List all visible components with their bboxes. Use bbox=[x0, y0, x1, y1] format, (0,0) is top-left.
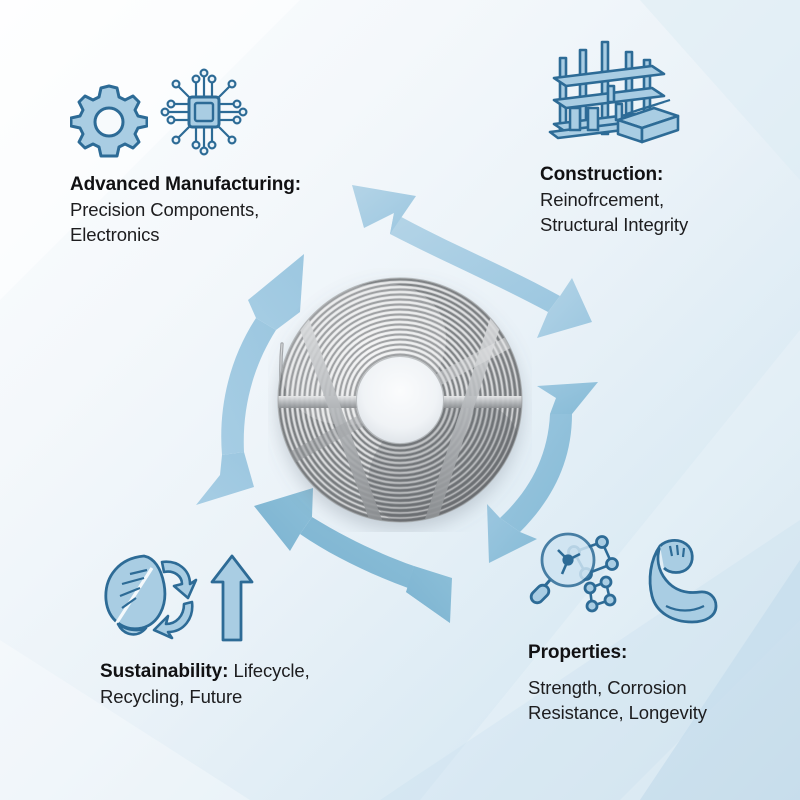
leaf-recycle-icon bbox=[104, 554, 198, 640]
magnifier-molecule-icon bbox=[529, 532, 619, 613]
caption-body-line-1: Lifecycle, bbox=[233, 660, 310, 681]
quadrant-construction: Construction: Reinofrcement, Structural … bbox=[540, 40, 800, 237]
caption-sustainability: Sustainability: Lifecycle, Recycling, Fu… bbox=[100, 658, 400, 709]
caption-lead: Sustainability: bbox=[100, 661, 234, 682]
coil-straps bbox=[278, 282, 530, 526]
icon-group-properties bbox=[528, 530, 800, 626]
quadrant-advanced-manufacturing: Advanced Manufacturing: Precision Compon… bbox=[70, 62, 370, 247]
caption-lead: Construction: bbox=[540, 164, 664, 185]
icon-group-advanced-manufacturing bbox=[70, 62, 370, 158]
icon-group-construction bbox=[540, 40, 800, 148]
building-frame-icon bbox=[548, 40, 680, 144]
caption-construction: Construction: Reinofrcement, Structural … bbox=[540, 162, 800, 237]
caption-body-line-2: Structural Integrity bbox=[540, 214, 689, 235]
caption-lead: Advanced Manufacturing: bbox=[70, 174, 301, 195]
quadrant-properties: Properties: Strength, Corrosion Resistan… bbox=[528, 530, 800, 725]
caption-body-line-2: Recycling, Future bbox=[100, 686, 243, 707]
caption-properties: Properties: Strength, Corrosion Resistan… bbox=[528, 640, 800, 725]
gear-icon bbox=[70, 84, 148, 158]
caption-body-line-1: Precision Components, bbox=[70, 199, 260, 220]
steel-wire-coil bbox=[277, 277, 530, 528]
caption-body-line-1: Strength, Corrosion bbox=[528, 677, 687, 698]
flexed-bicep-icon bbox=[648, 539, 718, 624]
microchip-icon bbox=[160, 68, 248, 156]
caption-advanced-manufacturing: Advanced Manufacturing: Precision Compon… bbox=[70, 172, 370, 247]
caption-body-line-2: Electronics bbox=[70, 224, 160, 245]
up-arrow-icon bbox=[210, 554, 254, 642]
quadrant-sustainability: Sustainability: Lifecycle, Recycling, Fu… bbox=[100, 548, 400, 709]
caption-body-line-2: Resistance, Longevity bbox=[528, 702, 707, 723]
caption-body-line-1: Reinofrcement, bbox=[540, 189, 665, 210]
icon-group-sustainability bbox=[100, 548, 400, 644]
caption-lead: Properties: bbox=[528, 642, 628, 663]
